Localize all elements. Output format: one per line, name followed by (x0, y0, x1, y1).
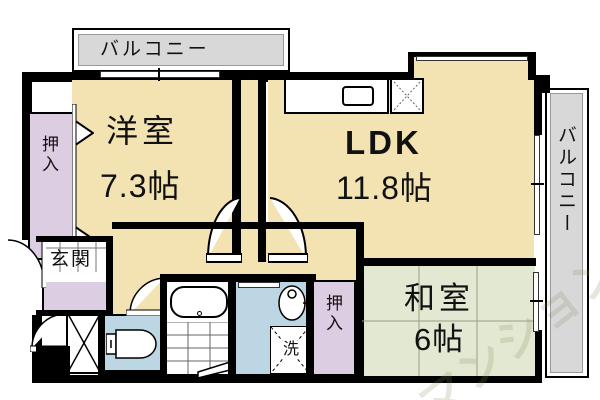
room-ldk-size: 11.8帖 (336, 170, 433, 206)
closet-left-fill (28, 112, 74, 260)
washbasin-icon (278, 285, 310, 321)
balcony-top-fill (78, 34, 284, 66)
bathtub-drain-icon (197, 311, 202, 316)
wall-shoecloset-bottom (36, 346, 70, 376)
room-western-size: 7.3帖 (100, 168, 181, 204)
wall-ldk-tatami (356, 258, 536, 266)
balcony-right-fill (550, 93, 583, 373)
washing-machine-x-icon (271, 327, 309, 373)
door-ldk (268, 197, 308, 263)
kitchen-stove (390, 78, 424, 114)
wall-genkan-right (106, 236, 113, 316)
room-ldk-name: LDK (345, 124, 422, 161)
wall-western-ldk (256, 80, 266, 262)
wall-toilet-bottom (98, 370, 166, 377)
door-bath-entry (126, 277, 166, 316)
window-western-mullion (158, 68, 160, 81)
washing-machine-label: 洗 (281, 341, 303, 359)
genkan-step (44, 282, 110, 310)
window-tatami-mullion (530, 300, 543, 302)
room-tatami-name: 和室 (404, 281, 474, 316)
wall-genkan-top (36, 236, 112, 242)
bay-window-glass (416, 56, 528, 61)
toilet-fixture-icon (106, 329, 157, 359)
tatami-mat-lines (362, 266, 534, 376)
window-tatami-right (533, 272, 539, 332)
genkan-tile-lines (44, 242, 110, 272)
washroom-counter-top (238, 282, 280, 288)
wall-bottom (32, 375, 532, 383)
kitchen-sink (342, 86, 374, 106)
shoe-closet-x-icon (68, 314, 100, 372)
bay-window-alcove (414, 57, 530, 82)
door-entrance (7, 238, 46, 288)
wall-ldk-lower-right (356, 222, 364, 266)
wall-bay-top (408, 52, 536, 56)
wall-bath-right (228, 274, 235, 378)
closet-mid-fill (312, 280, 356, 376)
balcony-right-label: バルコニー (555, 125, 576, 235)
window-ldk-right-mullion (531, 183, 544, 185)
wall-western-right (232, 80, 241, 262)
room-western-name: 洋室 (106, 113, 179, 149)
wall-bay-right (528, 55, 536, 82)
wall-top-mid (262, 72, 410, 82)
wall-washroom-right (306, 274, 313, 378)
wall-genkan-bottom (36, 310, 112, 316)
wall-left-upper (22, 72, 32, 240)
room-tatami-size: 6帖 (414, 322, 465, 357)
room-tatami-fill (360, 268, 535, 376)
door-western (206, 197, 242, 263)
window-western-top (100, 71, 220, 78)
bathroom-floor-tiles (167, 322, 231, 374)
gap-western-ldk (240, 80, 258, 262)
room-tatami-fill-upper (360, 265, 535, 279)
wall-toilet-left (98, 310, 105, 378)
wall-bath-top (160, 274, 316, 281)
balcony-top-label: バルコニー (100, 39, 210, 60)
wall-bay-left (408, 55, 416, 82)
closet-mid-label: 押入 (323, 294, 342, 334)
genkan-grid (44, 242, 110, 272)
closet-left-label: 押入 (39, 135, 58, 175)
wall-tatami-left (356, 258, 364, 378)
genkan-label: 玄関 (50, 249, 93, 270)
wall-bath-left (160, 274, 167, 378)
wall-corridor-top (112, 222, 362, 229)
kitchen-stove-burners-icon (393, 81, 421, 111)
window-ldk-right (534, 135, 540, 235)
